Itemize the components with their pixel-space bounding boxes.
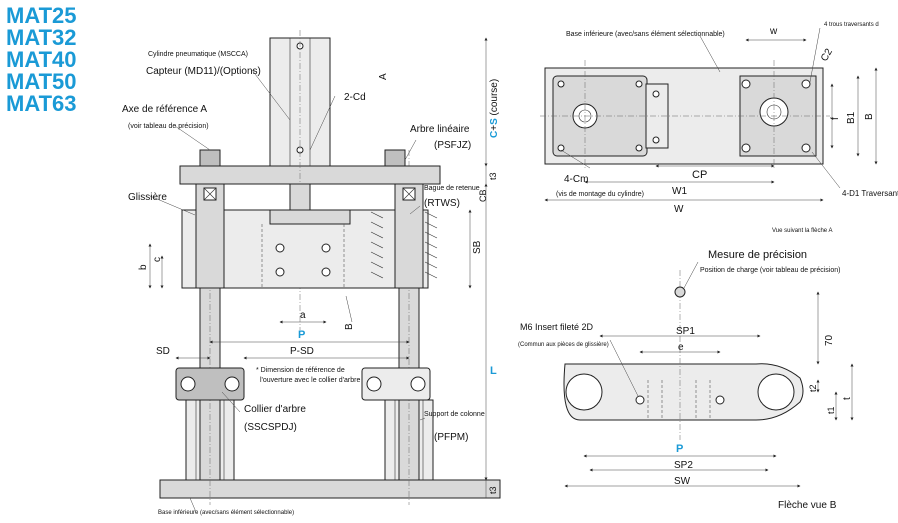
retaining-ring [370, 211, 438, 279]
cm-label: 4-Cm [564, 174, 588, 185]
p-view-b-dimension: P [676, 443, 683, 455]
c-dimension: c [152, 257, 163, 262]
e-dimension: e [678, 342, 684, 353]
t1-dimension: t1 [826, 406, 836, 414]
cm-note: (vis de montage du cylindre) [556, 191, 644, 198]
sp1-dimension: SP1 [676, 326, 695, 337]
guide-bushing-left [195, 183, 225, 289]
linear-shaft-label: Arbre linéaire [410, 124, 470, 135]
chamfer-c2-label: C2 [819, 47, 835, 64]
column-support-label: Support de colonne [424, 411, 485, 418]
stroke-dimension-label: C+S (course) [489, 79, 500, 138]
slide-thread-hole [275, 243, 285, 253]
m6-insert-label: M6 Insert fileté 2D [520, 322, 594, 332]
m6-insert-note: (Commun aux pièces de glissière) [518, 342, 609, 348]
precision-title: Mesure de précision [708, 249, 807, 261]
b-top-dimension: B [864, 113, 875, 120]
top-view [540, 27, 878, 202]
model-label: MAT40 [6, 47, 77, 72]
cylinder-rod [289, 183, 311, 211]
column-support-code: (PFPM) [434, 432, 468, 443]
w-small-dimension: w [769, 26, 778, 37]
t3-dimension: t3 [488, 172, 498, 180]
guide-bushing-right [394, 183, 424, 289]
shaft-bolt-left [199, 149, 221, 167]
shaft-collar-code: (SSCSPDJ) [244, 422, 297, 433]
base-plate [159, 479, 501, 499]
model-label: MAT63 [6, 91, 77, 116]
shaft-collar-left [175, 367, 245, 401]
cd-dimension-label: 2-Cd [344, 92, 366, 103]
model-label: MAT32 [6, 25, 77, 50]
sp2-dimension: SP2 [674, 460, 693, 471]
w-dimension: W [674, 204, 684, 215]
shaft-bolt-right [384, 149, 406, 167]
base-plate-label: Base inférieure (avec/sans élément sélec… [158, 510, 294, 516]
sensor-label: Capteur (MD11)/(Options) [146, 66, 261, 77]
front-view [148, 30, 501, 513]
shaft-collar-right [361, 367, 431, 401]
load-position-marker [674, 286, 686, 298]
d1-through-label: 4-D1 Traversant [842, 189, 898, 198]
precision-note: Position de charge (voir tableau de préc… [700, 267, 840, 274]
reference-note-line2: l'ouverture avec le collier d'arbre [260, 377, 360, 384]
sw-dimension: SW [674, 476, 691, 487]
cp-dimension: CP [692, 169, 707, 181]
p-sd-dimension: P-SD [290, 346, 314, 357]
top-plate [179, 165, 441, 185]
sb-dimension: SB [472, 240, 483, 254]
model-list: MAT25 MAT32 MAT40 MAT50 MAT63 [6, 5, 77, 115]
retainer-code: (RTWS) [424, 198, 460, 209]
p-dimension: P [298, 329, 305, 341]
arrow-a-view-note: Vue suivant la flèche A [772, 228, 832, 234]
b1-dimension: B1 [846, 111, 857, 124]
f-dimension: f [830, 117, 841, 120]
rod-clevis [269, 209, 351, 225]
t2-dimension: t2 [808, 384, 818, 392]
slide-guide-b [563, 363, 804, 421]
seventy-dimension: 70 [824, 334, 835, 346]
reference-axis-label: Axe de référence A [122, 104, 207, 115]
slide-thread-hole [321, 243, 331, 253]
slide-guide-label: Glissière [128, 192, 167, 203]
reference-note-line1: * Dimension de référence de [256, 367, 345, 374]
t3-bottom-dimension: t3 [488, 486, 498, 494]
arrow-a-label: A [378, 73, 389, 80]
t-dimension: t [842, 397, 853, 400]
l-dimension: L [490, 365, 497, 377]
arrow-b-label: B [344, 323, 355, 330]
reference-axis-note: (voir tableau de précision) [128, 123, 209, 130]
model-label: MAT50 [6, 69, 77, 94]
slide-thread-hole [321, 267, 331, 277]
top-base-label: Base inférieure (avec/sans élément sélec… [566, 31, 725, 38]
cb-dimension: CB [478, 189, 488, 202]
shaft-collar-label: Collier d'arbre [244, 404, 306, 415]
cylinder-label: Cylindre pneumatique (MSCCA) [148, 51, 248, 58]
sd-dimension: SD [156, 346, 170, 357]
b-dimension: b [138, 264, 149, 270]
through-holes-label: 4 trous traversants d [824, 22, 879, 28]
retainer-label: Bague de retenue [424, 185, 480, 192]
linear-shaft-code: (PSFJZ) [434, 140, 471, 151]
model-label: MAT25 [6, 3, 77, 28]
arrow-b-view-label: Flèche vue B [778, 500, 837, 511]
view-b [563, 261, 854, 488]
a-dimension: a [300, 310, 306, 321]
slide-thread-hole [275, 267, 285, 277]
cylinder-rod-top [645, 83, 669, 149]
w1-dimension: W1 [672, 186, 687, 197]
